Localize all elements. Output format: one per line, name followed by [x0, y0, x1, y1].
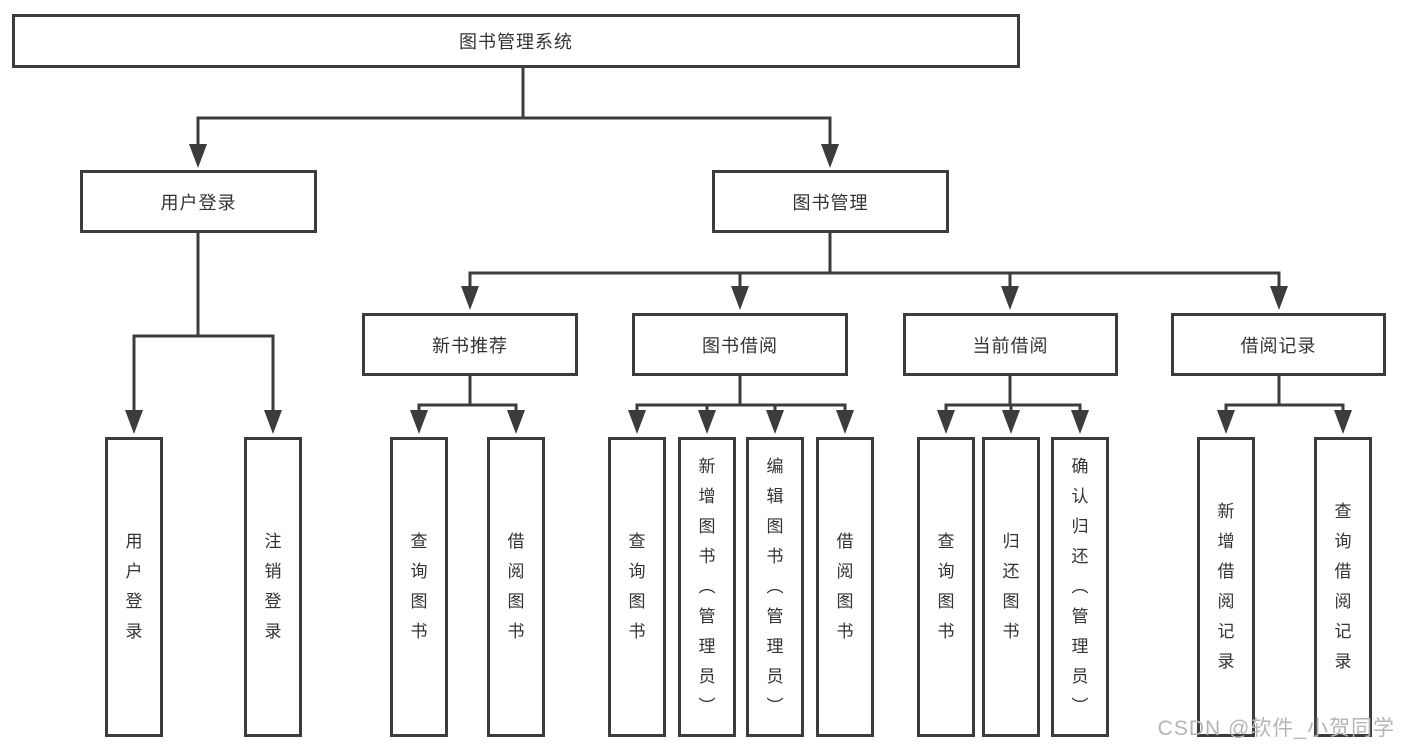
arrow-icon — [264, 410, 282, 434]
connector-bookmgmt — [468, 271, 1281, 287]
leaf-edit-book-admin: 编辑图书︵管理员︶ — [746, 437, 804, 737]
connector-newbook — [417, 376, 518, 411]
leaf-user-login: 用户登录 — [105, 437, 163, 737]
arrow-icon — [836, 410, 854, 434]
arrow-icon — [125, 410, 143, 434]
leaf-borrow-books-1: 借阅图书 — [487, 437, 545, 737]
node-user-login: 用户登录 — [80, 170, 317, 233]
node-book-borrow: 图书借阅 — [632, 313, 848, 376]
leaf-confirm-return-admin: 确认归还︵管理员︶ — [1051, 437, 1109, 737]
arrow-icon — [766, 410, 784, 434]
node-borrow-records: 借阅记录 — [1171, 313, 1386, 376]
watermark: CSDN @软件_小贺同学 — [1157, 717, 1395, 740]
arrow-icon — [1217, 410, 1235, 434]
arrow-icon — [937, 410, 955, 434]
arrow-icon — [731, 286, 749, 310]
leaf-add-book-admin: 新增图书︵管理员︶ — [678, 437, 736, 737]
arrow-icon — [1002, 410, 1020, 434]
leaf-query-books-1: 查询图书 — [390, 437, 448, 737]
connector-currentmod — [944, 376, 1082, 411]
leaf-query-borrow-record: 查询借阅记录 — [1314, 437, 1372, 737]
arrow-icon — [1071, 410, 1089, 434]
arrow-icon — [1001, 286, 1019, 310]
leaf-query-books-3: 查询图书 — [917, 437, 975, 737]
leaf-query-books-2: 查询图书 — [608, 437, 666, 737]
arrow-icon — [461, 286, 479, 310]
arrow-icon — [189, 144, 207, 168]
node-new-book-recommend: 新书推荐 — [362, 313, 578, 376]
connector-recordmod — [1224, 376, 1345, 411]
leaf-return-book: 归还图书 — [982, 437, 1040, 737]
node-book-management: 图书管理 — [712, 170, 949, 233]
arrow-icon — [507, 410, 525, 434]
connector-userlogin — [132, 334, 275, 411]
leaf-borrow-books-2: 借阅图书 — [816, 437, 874, 737]
arrow-icon — [628, 410, 646, 434]
arrow-icon — [698, 410, 716, 434]
arrow-icon — [821, 144, 839, 168]
arrowheads — [125, 144, 1352, 434]
node-root: 图书管理系统 — [12, 14, 1020, 68]
node-current-borrow: 当前借阅 — [903, 313, 1118, 376]
arrow-icon — [410, 410, 428, 434]
connector-level1 — [196, 116, 832, 146]
connector-borrowmod — [635, 376, 847, 411]
arrow-icon — [1334, 410, 1352, 434]
leaf-add-borrow-record: 新增借阅记录 — [1197, 437, 1255, 737]
leaf-logout: 注销登录 — [244, 437, 302, 737]
arrow-icon — [1270, 286, 1288, 310]
